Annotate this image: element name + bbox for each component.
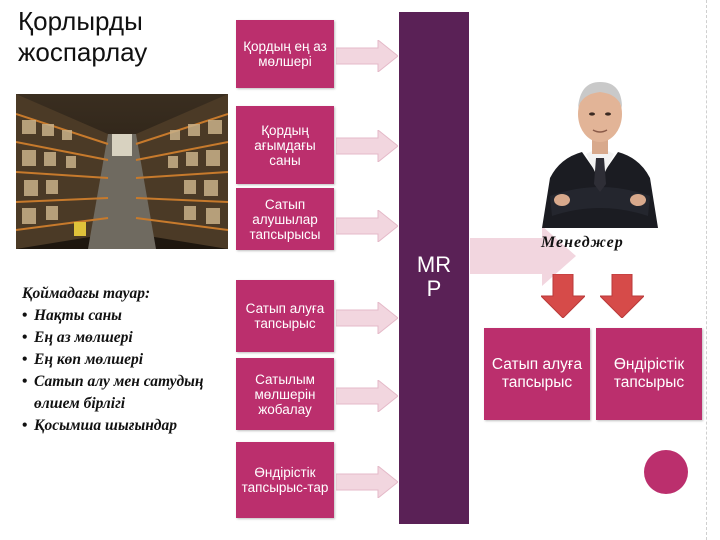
inventory-heading: Қоймадағы тауар:: [22, 283, 232, 305]
box-customer-orders: Сатып алушылар тапсырысы: [236, 188, 334, 250]
box-production-orders: Өндірістік тапсырыс-тар: [236, 442, 334, 518]
manager-photo: [536, 58, 664, 228]
list-item-continuation: өлшем бірлігі: [22, 393, 232, 415]
list-item: Қосымша шығындар: [22, 415, 232, 437]
inventory-list: Нақты саны Ең аз мөлшері Ең көп мөлшері …: [22, 305, 232, 437]
arrow-down-icon: [600, 274, 644, 318]
arrow-right-icon: [336, 466, 398, 498]
box-sales-forecast: Сатылым мөлшерін жобалау: [236, 358, 334, 430]
list-item: Сатып алу мен сатудың: [22, 371, 232, 393]
output-box-purchase-order: Сатып алуға тапсырыс: [484, 328, 590, 420]
box-purchase-order: Сатып алуға тапсырыс: [236, 280, 334, 352]
mrp-bar: MRP: [399, 12, 469, 524]
warehouse-image: [16, 94, 228, 249]
list-item: Ең аз мөлшері: [22, 327, 232, 349]
box-current-stock: Қордың ағымдағы саны: [236, 106, 334, 184]
list-item: Ең көп мөлшері: [22, 349, 232, 371]
arrow-right-icon: [336, 380, 398, 412]
list-item: Нақты саны: [22, 305, 232, 327]
arrow-down-icon: [541, 274, 585, 318]
arrow-right-icon: [336, 302, 398, 334]
box-min-stock: Қордың ең аз мөлшері: [236, 20, 334, 88]
output-box-production-order: Өндірістік тапсырыс: [596, 328, 702, 420]
arrow-right-icon: [336, 210, 398, 242]
arrow-right-icon: [336, 130, 398, 162]
arrow-right-icon: [336, 40, 398, 72]
decorative-circle: [644, 450, 688, 494]
page-edge-line: [706, 0, 707, 540]
inventory-notes: Қоймадағы тауар: Нақты саны Ең аз мөлшер…: [22, 283, 232, 437]
page-title: Қорлырды жоспарлау: [18, 6, 218, 68]
mrp-label: MRP: [414, 253, 454, 301]
manager-label: Менеджер: [541, 234, 671, 252]
